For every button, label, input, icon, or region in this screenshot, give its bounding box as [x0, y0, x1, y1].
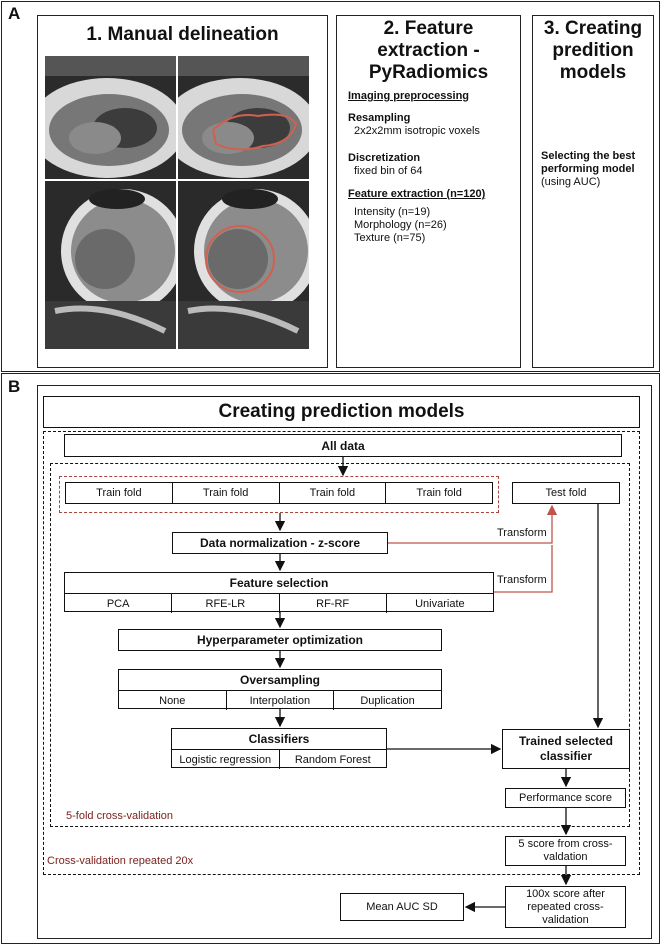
five-fold-cv-container	[50, 463, 630, 827]
mri-image-top-right	[178, 56, 309, 179]
feature-selection-box: Feature selection PCA RFE-LR RF-RF Univa…	[64, 572, 494, 613]
trained-classifier-box: Trained selected classifier	[502, 729, 630, 769]
manual-delineation-box	[37, 15, 328, 368]
hundred-line2: repeated cross-	[527, 900, 604, 913]
panel-a	[1, 1, 660, 372]
train-fold: Train fold	[173, 483, 280, 503]
repeat-cv-container	[43, 431, 640, 875]
feature-selection-title: Feature selection	[65, 573, 493, 594]
panel-b	[1, 373, 660, 944]
feature-selection-option: Univariate	[415, 597, 465, 610]
oversampling-option: Interpolation	[227, 691, 335, 710]
train-fold: Train fold	[66, 483, 173, 503]
feature-extraction-details: Imaging preprocessing Resampling 2x2x2mm…	[348, 90, 518, 245]
cv-label: 5-fold cross-validation	[66, 810, 173, 822]
imaging-preprocessing-heading: Imaging preprocessing	[348, 90, 470, 102]
arrow-transform-1	[388, 504, 558, 544]
resampling-value: 2x2x2mm isotropic voxels	[354, 125, 480, 137]
feature-extraction-heading: Feature extraction (n=120)	[348, 188, 486, 200]
feature-extraction-title: 2. Feature extraction - PyRadiomics	[336, 18, 521, 84]
transform-label-1: Transform	[497, 527, 547, 539]
creating-models-title: 3. Creating predition models	[532, 18, 654, 84]
hundred-line1: 100x score after	[526, 887, 605, 900]
creating-models-title-line3: models	[559, 62, 627, 83]
train-fold: Train fold	[416, 487, 462, 499]
hundred-line3: validation	[542, 913, 589, 926]
train-fold: Train fold	[280, 483, 387, 503]
test-fold-box: Test fold	[512, 482, 620, 504]
select-line1: Selecting the best	[541, 150, 636, 162]
manual-delineation-title: 1. Manual delineation	[86, 24, 279, 45]
normalization-box: Data normalization - z-score	[172, 532, 388, 554]
oversampling-title: Oversampling	[119, 670, 441, 691]
feature-item: Morphology (n=26)	[354, 219, 447, 231]
feature-extraction-box	[336, 15, 521, 368]
hyperparameter-box: Hyperparameter optimization	[118, 629, 442, 651]
five-score-line1: 5 score from cross-	[518, 838, 613, 850]
feature-selection-option: RFE-LR	[172, 594, 280, 613]
oversampling-box: Oversampling None Interpolation Duplicat…	[118, 669, 442, 710]
panel-a-letter: A	[8, 4, 21, 23]
prediction-models-title: Creating prediction models	[43, 396, 640, 428]
mri-image-bottom-right	[178, 181, 309, 349]
discretization-label: Discretization	[348, 152, 421, 164]
feature-extraction-title-line2: extraction -	[377, 40, 480, 61]
model-selection-text: Selecting the best performing model (usi…	[541, 150, 653, 189]
classifiers-title: Classifiers	[172, 729, 386, 750]
select-line2: performing model	[541, 163, 635, 175]
oversampling-option: None	[119, 691, 227, 710]
trained-line2: classifier	[539, 749, 593, 763]
resampling-label: Resampling	[348, 112, 411, 124]
train-folds-group	[59, 476, 499, 513]
all-data-box: All data	[64, 434, 622, 457]
creating-models-title-line2: predition	[552, 40, 634, 61]
select-line3: (using AUC)	[541, 176, 601, 188]
feature-extraction-title-line1: 2. Feature	[383, 18, 474, 39]
train-folds-row: Train fold Train fold Train fold Train f…	[65, 482, 493, 504]
panel-b-inner	[37, 385, 652, 939]
oversampling-option: Duplication	[360, 694, 415, 707]
feature-item: Texture (n=75)	[354, 232, 426, 244]
discretization-value: fixed bin of 64	[354, 165, 423, 177]
feature-selection-option: PCA	[65, 594, 173, 613]
hundred-score-box: 100x score after repeated cross- validat…	[505, 886, 626, 928]
mean-auc-box: Mean AUC SD	[340, 893, 464, 921]
feature-item: Intensity (n=19)	[354, 206, 431, 218]
classifier-option: Random Forest	[294, 753, 371, 766]
creating-models-title-line1: 3. Creating	[543, 18, 643, 39]
transform-label-2: Transform	[497, 574, 547, 586]
classifier-option: Logistic regression	[172, 750, 280, 769]
mri-image-top-left	[45, 56, 176, 179]
panel-b-letter: B	[8, 377, 21, 396]
five-score-line2: valdation	[543, 851, 588, 863]
trained-line1: Trained selected	[518, 734, 614, 748]
mri-image-bottom-left	[45, 181, 176, 349]
feature-selection-option: RF-RF	[280, 594, 387, 613]
five-score-box: 5 score from cross- valdation	[505, 836, 626, 866]
creating-models-box	[532, 15, 654, 368]
arrow-transform-2	[494, 545, 553, 593]
feature-extraction-title-line3: PyRadiomics	[368, 62, 489, 83]
repeat-label: Cross-validation repeated 20x	[47, 855, 194, 867]
classifiers-box: Classifiers Logistic regression Random F…	[171, 728, 387, 769]
performance-score-box: Performance score	[505, 788, 626, 808]
